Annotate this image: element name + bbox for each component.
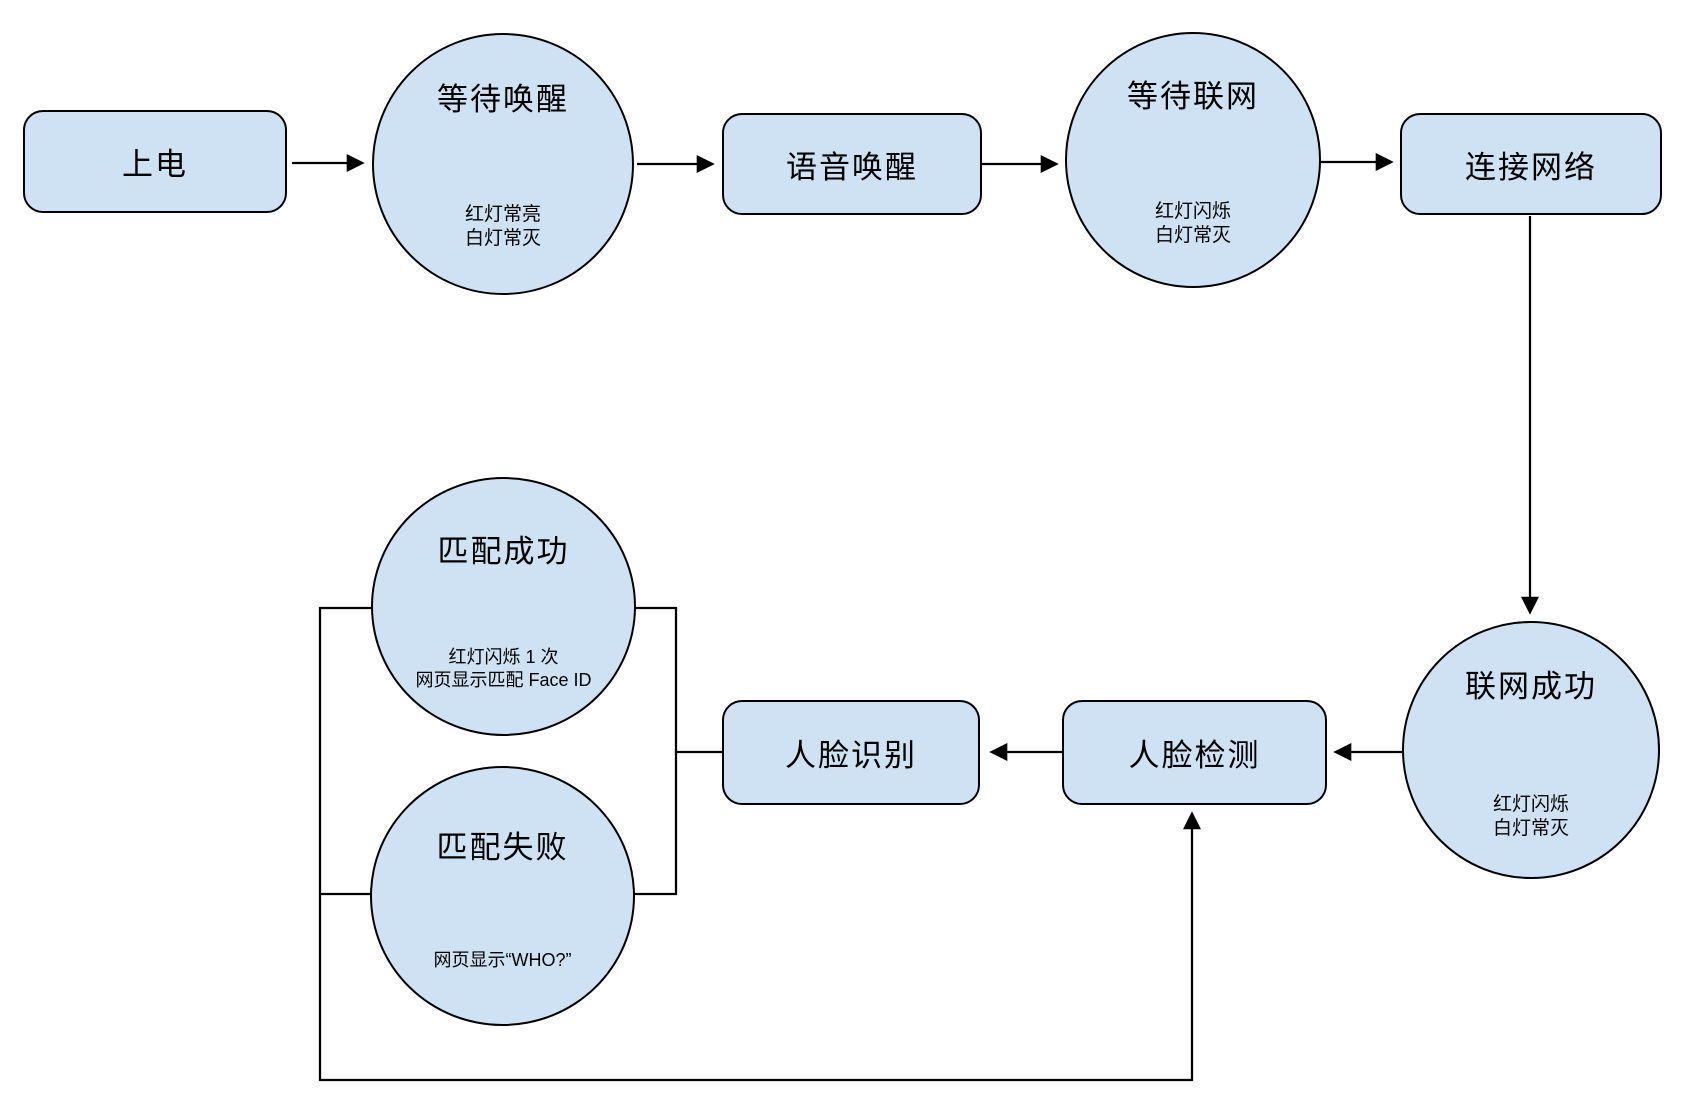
node-match-success-sub1: 红灯闪烁 1 次 xyxy=(448,647,559,667)
node-match-success-label: 匹配成功 xyxy=(437,534,570,569)
edge-match-loop-to-facedetect xyxy=(318,606,1201,1082)
node-network-success-sub: 红灯闪烁 白灯常灭 xyxy=(1404,793,1658,841)
node-network-success: 联网成功 红灯闪烁 白灯常灭 xyxy=(1402,621,1660,879)
node-wait-network-sub1: 红灯闪烁 xyxy=(1154,201,1231,222)
node-face-detect-label: 人脸检测 xyxy=(1128,738,1261,773)
node-connect-network-label: 连接网络 xyxy=(1465,149,1597,185)
node-network-success-label: 联网成功 xyxy=(1465,669,1597,704)
node-face-detect: 人脸检测 xyxy=(1062,700,1327,805)
node-match-success: 匹配成功 红灯闪烁 1 次 网页显示匹配 Face ID xyxy=(371,477,636,736)
node-match-fail-sub: 网页显示“WHO?” xyxy=(372,948,633,972)
node-wait-wake-sub2: 白灯常灭 xyxy=(464,228,541,249)
node-face-recognize-label: 人脸识别 xyxy=(785,738,917,773)
node-power-on: 上电 xyxy=(23,110,287,213)
node-wait-wake: 等待唤醒 红灯常亮 白灯常灭 xyxy=(372,33,634,295)
node-voice-wake-label: 语音唤醒 xyxy=(786,149,918,185)
node-wait-wake-sub: 红灯常亮 白灯常灭 xyxy=(374,203,632,251)
node-network-success-sub1: 红灯闪烁 xyxy=(1492,794,1569,815)
node-wait-network: 等待联网 红灯闪烁 白灯常灭 xyxy=(1065,32,1321,288)
node-match-success-sub: 红灯闪烁 1 次 网页显示匹配 Face ID xyxy=(373,646,634,692)
node-wait-network-sub: 红灯闪烁 白灯常灭 xyxy=(1067,200,1319,248)
node-wait-network-label: 等待联网 xyxy=(1127,79,1259,114)
node-wait-wake-sub1: 红灯常亮 xyxy=(464,204,541,225)
node-connect-network: 连接网络 xyxy=(1400,113,1662,215)
node-power-on-label: 上电 xyxy=(122,147,188,182)
node-match-fail: 匹配失败 网页显示“WHO?” xyxy=(370,766,635,1026)
node-match-success-sub2: 网页显示匹配 Face ID xyxy=(415,670,592,690)
node-network-success-sub2: 白灯常灭 xyxy=(1492,818,1569,839)
node-wait-wake-label: 等待唤醒 xyxy=(437,82,569,117)
node-face-recognize: 人脸识别 xyxy=(722,700,980,805)
node-voice-wake: 语音唤醒 xyxy=(722,113,982,215)
node-match-fail-label: 匹配失败 xyxy=(436,830,569,865)
edge-bracket-right xyxy=(633,606,678,896)
node-wait-network-sub2: 白灯常灭 xyxy=(1154,225,1231,246)
node-match-fail-sub1: 网页显示“WHO?” xyxy=(433,950,572,970)
